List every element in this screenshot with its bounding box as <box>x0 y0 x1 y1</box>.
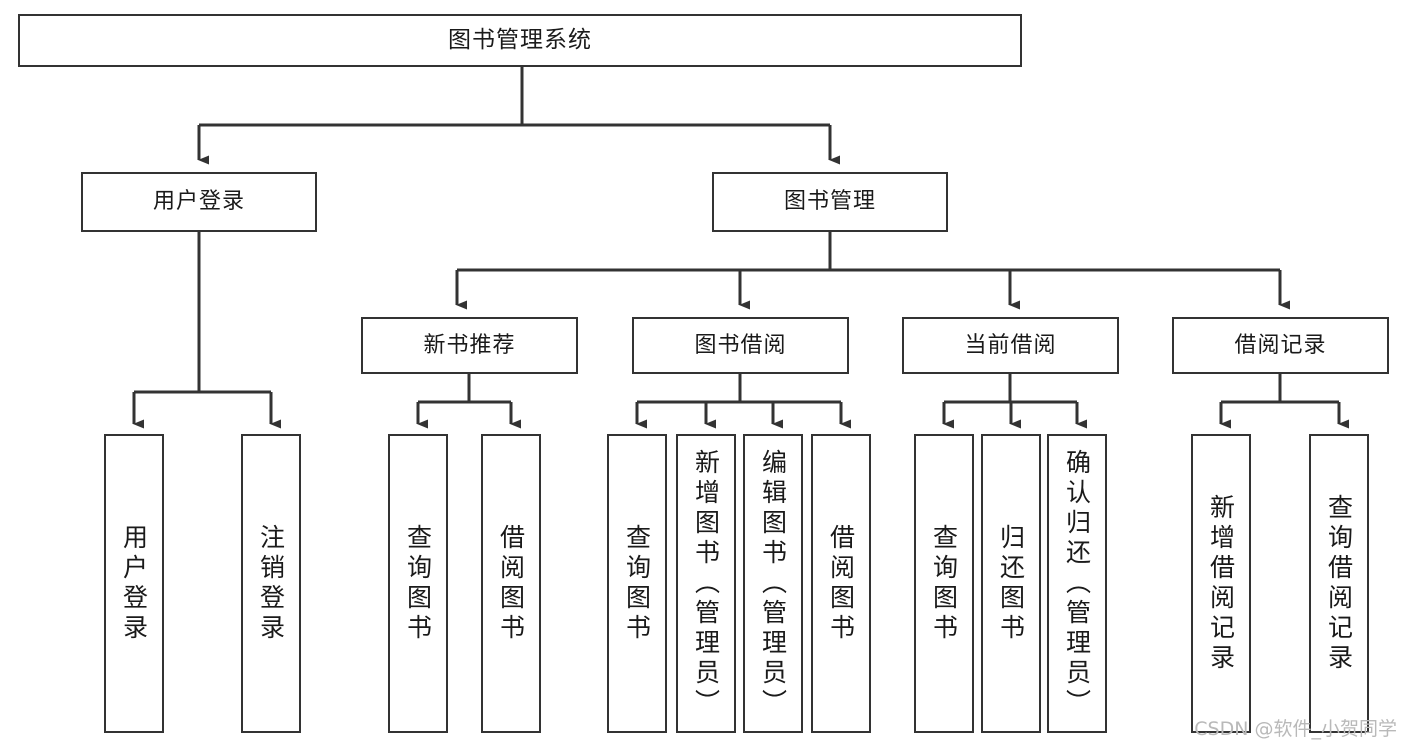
node-current-borrow-label: 当前借阅 <box>964 332 1057 358</box>
node-leaf-query-book-1[interactable]: 查询图书 <box>388 434 448 733</box>
node-leaf-confirm-return[interactable]: 确认归还（管理员） <box>1047 434 1107 733</box>
node-leaf-return-book-label: 归还图书 <box>996 523 1026 644</box>
node-leaf-borrow-book-2[interactable]: 借阅图书 <box>811 434 871 733</box>
node-leaf-confirm-return-label: 确认归还（管理员） <box>1062 448 1092 719</box>
node-root-label: 图书管理系统 <box>448 27 592 54</box>
node-leaf-add-book[interactable]: 新增图书（管理员） <box>676 434 736 733</box>
node-leaf-query-record-label: 查询借阅记录 <box>1324 493 1354 674</box>
node-current-borrow[interactable]: 当前借阅 <box>902 317 1119 374</box>
node-leaf-user-logout[interactable]: 注销登录 <box>241 434 301 733</box>
node-leaf-borrow-book-1-label: 借阅图书 <box>496 523 526 644</box>
node-leaf-edit-book[interactable]: 编辑图书（管理员） <box>743 434 803 733</box>
node-leaf-query-book-2-label: 查询图书 <box>622 523 652 644</box>
node-borrow-record-label: 借阅记录 <box>1234 332 1327 358</box>
node-book-manage-label: 图书管理 <box>783 189 876 215</box>
node-leaf-query-book-3[interactable]: 查询图书 <box>914 434 974 733</box>
node-borrow-record[interactable]: 借阅记录 <box>1172 317 1389 374</box>
node-book-borrow-label: 图书借阅 <box>694 332 787 358</box>
node-leaf-add-record[interactable]: 新增借阅记录 <box>1191 434 1251 733</box>
node-new-book-recommend-label: 新书推荐 <box>423 332 516 358</box>
node-root[interactable]: 图书管理系统 <box>18 14 1022 67</box>
node-leaf-edit-book-label: 编辑图书（管理员） <box>758 448 788 719</box>
node-leaf-borrow-book-2-label: 借阅图书 <box>826 523 856 644</box>
node-leaf-return-book[interactable]: 归还图书 <box>981 434 1041 733</box>
node-leaf-query-book-3-label: 查询图书 <box>929 523 959 644</box>
node-leaf-borrow-book-1[interactable]: 借阅图书 <box>481 434 541 733</box>
node-leaf-query-book-1-label: 查询图书 <box>403 523 433 644</box>
node-leaf-user-login-label: 用户登录 <box>119 523 149 644</box>
node-user-login[interactable]: 用户登录 <box>81 172 317 232</box>
node-leaf-add-record-label: 新增借阅记录 <box>1206 493 1236 674</box>
node-leaf-user-login[interactable]: 用户登录 <box>104 434 164 733</box>
node-new-book-recommend[interactable]: 新书推荐 <box>361 317 578 374</box>
node-book-manage[interactable]: 图书管理 <box>712 172 948 232</box>
node-leaf-query-record[interactable]: 查询借阅记录 <box>1309 434 1369 733</box>
node-leaf-query-book-2[interactable]: 查询图书 <box>607 434 667 733</box>
node-leaf-user-logout-label: 注销登录 <box>256 523 286 644</box>
watermark: CSDN @软件_小贺同学 <box>1194 718 1397 740</box>
node-user-login-label: 用户登录 <box>152 189 245 215</box>
node-book-borrow[interactable]: 图书借阅 <box>632 317 849 374</box>
node-leaf-add-book-label: 新增图书（管理员） <box>691 448 721 719</box>
